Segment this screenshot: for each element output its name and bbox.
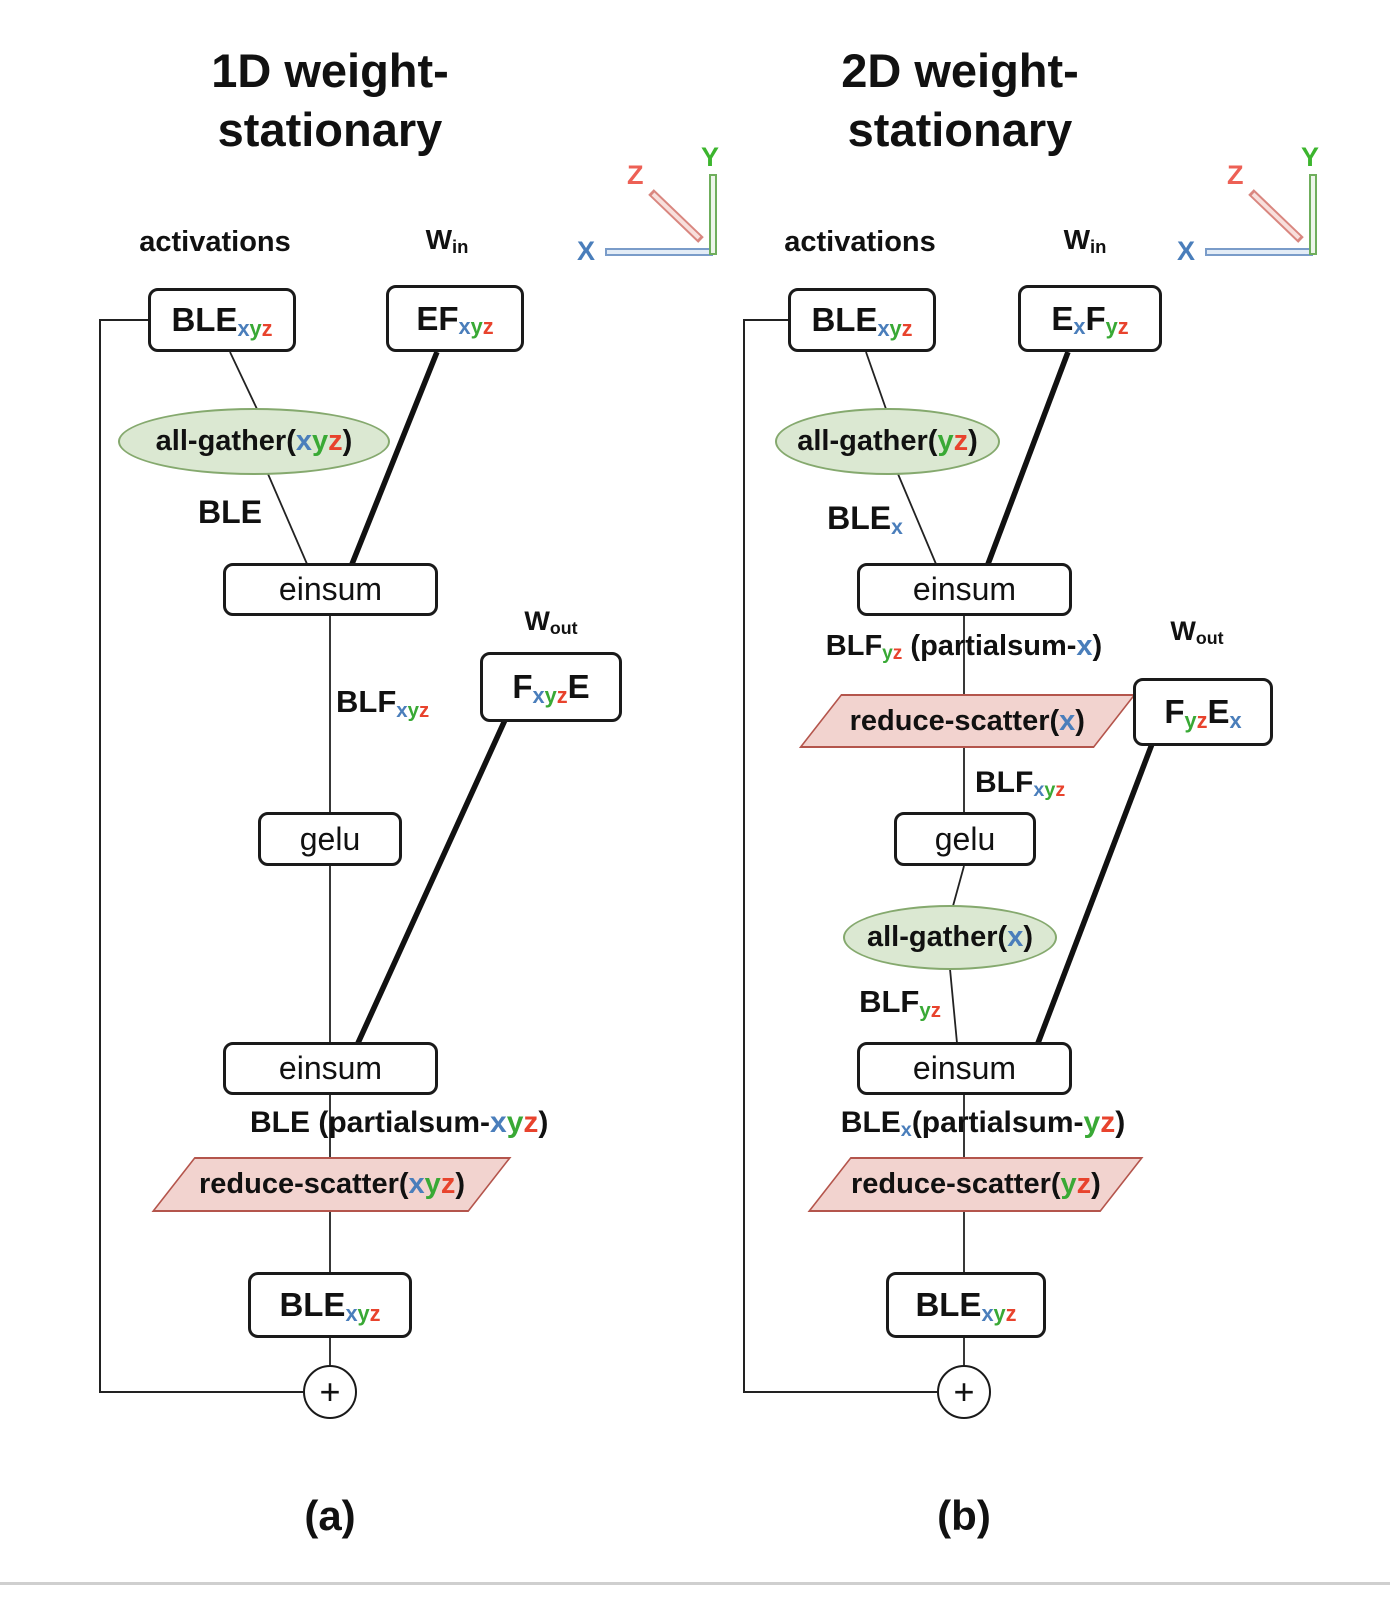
b-output-tensor-box: BLExyz — [886, 1272, 1046, 1338]
edge-b-allgather2-to-einsum2 — [949, 968, 958, 1044]
edge-a-input-to-allgather — [229, 351, 258, 410]
b-plus-icon: + — [953, 1371, 975, 1412]
a-output-tensor-box: BLExyz — [248, 1272, 412, 1338]
edge-b-gelu-to-allgather2 — [952, 865, 965, 907]
a-all-gather-text: all-gather(xyz) — [155, 425, 353, 457]
diagram-a-title: 1D weight- stationary — [211, 44, 449, 156]
a-w-out-tensor-text: FxyzE — [512, 668, 590, 708]
b-partial-sum-1-label: BLFyz (partialsum-x) — [825, 630, 1103, 665]
a-all-gather-node: all-gather(xyz) — [118, 408, 390, 475]
edge-b-allgather-to-einsum1 — [897, 473, 937, 565]
a-input-tensor-box: BLExyz — [148, 288, 296, 352]
edge-b-residual — [743, 319, 937, 1393]
b-gathered-label: BLEx — [827, 500, 903, 539]
edge-a-wout-to-einsum2 — [355, 718, 508, 1045]
b-output-tensor-text: BLExyz — [915, 1286, 1017, 1326]
a-gelu-box: gelu — [258, 812, 402, 866]
axis-bars-b — [1205, 174, 1317, 256]
a-caption: (a) — [304, 1492, 356, 1539]
b-scattered-label: BLFxyz — [975, 766, 1066, 802]
axis-z-label: Z — [1227, 160, 1244, 190]
a-hidden-edge-label: BLFxyz — [336, 684, 430, 722]
b-all-gather-1-node: all-gather(yz) — [775, 408, 1000, 475]
b-reduce-scatter-1-node: reduce-scatter(x) — [798, 694, 1137, 748]
a-plus-icon: + — [319, 1371, 341, 1412]
a-residual-add-node: + — [303, 1365, 357, 1419]
b-partial-sum-2-label: BLEx(partialsum-yz) — [840, 1106, 1126, 1142]
axis-y-label: Y — [1301, 142, 1320, 172]
axis-bars-a — [605, 174, 717, 256]
edge-b-wout-to-einsum2 — [1035, 743, 1155, 1044]
edge-a-residual — [99, 319, 303, 1393]
a-input-tensor-text: BLExyz — [171, 301, 273, 341]
b-reduce-scatter-1-text: reduce-scatter(x) — [849, 704, 1086, 737]
a-einsum1-text: einsum — [278, 571, 383, 607]
b-input-tensor-text: BLExyz — [811, 301, 913, 341]
a-gelu-text: gelu — [299, 820, 361, 857]
b-input-tensor-box: BLExyz — [788, 288, 936, 352]
b-all-gather-1-text: all-gather(yz) — [797, 425, 978, 457]
axis-legend-b: Z Y X — [1175, 142, 1335, 268]
a-einsum2-box: einsum — [223, 1042, 438, 1095]
axis-x-label: X — [577, 236, 596, 266]
edge-a-win-to-einsum1 — [349, 350, 440, 566]
b-einsum2-text: einsum — [912, 1050, 1017, 1086]
a-gathered-label: BLE — [198, 494, 262, 530]
a-w-out-label: Wout — [524, 606, 578, 638]
b-reduce-scatter-2-node: reduce-scatter(yz) — [807, 1157, 1144, 1212]
b-reduce-scatter-2-text: reduce-scatter(yz) — [850, 1168, 1101, 1200]
a-activations-label: activations — [139, 226, 291, 258]
a-reduce-scatter-node: reduce-scatter(xyz) — [151, 1157, 512, 1212]
a-w-in-tensor-box: EFxyz — [386, 285, 524, 352]
diagram-b-title: 2D weight- stationary — [841, 44, 1079, 156]
a-w-in-tensor-text: EFxyz — [416, 299, 494, 340]
edge-b-input-to-allgather — [865, 351, 887, 410]
b-w-out-tensor-box: FyzEx — [1133, 678, 1273, 746]
axis-y-label: Y — [701, 142, 720, 172]
a-einsum2-text: einsum — [278, 1050, 383, 1086]
b-residual-add-node: + — [937, 1365, 991, 1419]
edge-b-win-to-einsum1 — [985, 351, 1071, 565]
b-w-in-tensor-text: ExFyz — [1051, 299, 1129, 340]
axis-z-label: Z — [627, 160, 644, 190]
a-partial-sum-label: BLE (partialsum-xyz) — [250, 1106, 549, 1139]
a-reduce-scatter-text: reduce-scatter(xyz) — [198, 1168, 465, 1200]
b-einsum2-box: einsum — [857, 1042, 1072, 1095]
edge-a-allgather-to-einsum1 — [267, 473, 308, 565]
axis-legend-a: Z Y X — [575, 142, 735, 268]
a-output-tensor-text: BLExyz — [279, 1286, 381, 1326]
b-einsum1-box: einsum — [857, 563, 1072, 616]
b-all-gather-2-node: all-gather(x) — [843, 905, 1057, 970]
b-einsum1-text: einsum — [912, 571, 1017, 607]
b-w-out-label: Wout — [1170, 616, 1224, 648]
page-divider — [0, 1582, 1390, 1585]
b-gelu-box: gelu — [894, 812, 1036, 866]
b-w-in-label: Win — [1063, 224, 1107, 258]
b-w-in-tensor-box: ExFyz — [1018, 285, 1162, 352]
b-w-out-tensor-text: FyzEx — [1164, 693, 1242, 733]
b-all-gather-2-text: all-gather(x) — [867, 921, 1033, 953]
a-w-in-label: Win — [425, 224, 469, 258]
b-activations-label: activations — [784, 226, 936, 258]
a-einsum1-box: einsum — [223, 563, 438, 616]
axis-x-label: X — [1177, 236, 1196, 266]
a-w-out-tensor-box: FxyzE — [480, 652, 622, 722]
b-gathered-2-label: BLFyz — [859, 984, 941, 1022]
b-gelu-text: gelu — [934, 820, 996, 857]
b-caption: (b) — [937, 1492, 991, 1539]
